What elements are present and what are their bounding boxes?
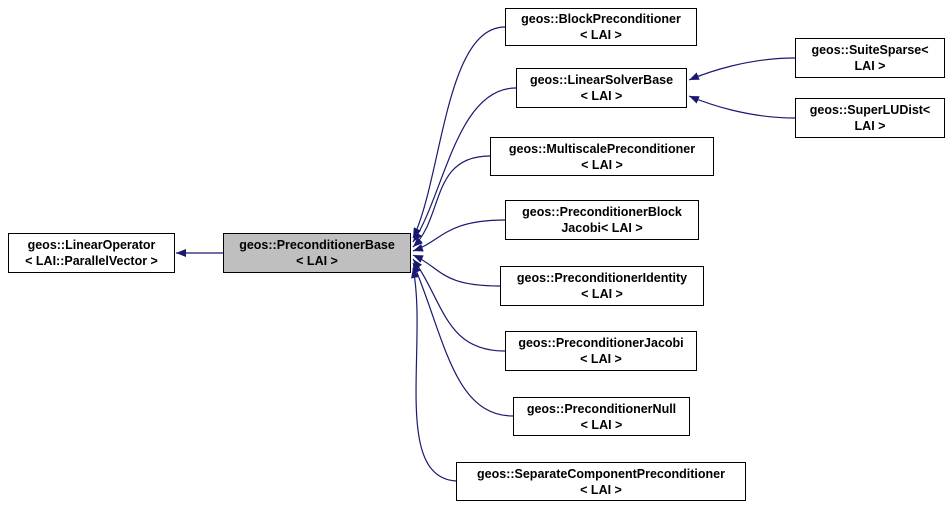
node-block-preconditioner[interactable]: geos::BlockPreconditioner < LAI >: [505, 8, 697, 46]
node-superlu-dist[interactable]: geos::SuperLUDist< LAI >: [795, 98, 945, 138]
arrow-preconditionernull-to-preconditionerbase: [412, 262, 514, 417]
node-label-line2: LAI >: [854, 119, 886, 133]
node-preconditioner-null[interactable]: geos::PreconditionerNull < LAI >: [513, 397, 690, 436]
node-label-line2: < LAI >: [580, 482, 622, 497]
node-preconditioner-identity[interactable]: geos::PreconditionerIdentity < LAI >: [500, 266, 704, 306]
node-label-line2: < LAI >: [581, 157, 623, 172]
node-preconditioner-block-jacobi[interactable]: geos::PreconditionerBlock Jacobi< LAI >: [505, 200, 699, 240]
arrow-superludist-to-linearsolverbase: [688, 95, 796, 119]
arrow-preconditionerblockjacobi-to-preconditionerbase: [412, 219, 506, 252]
node-label-line1: geos::PreconditionerNull: [526, 401, 677, 416]
node-linear-operator[interactable]: geos::LinearOperator < LAI::ParallelVect…: [8, 233, 175, 273]
node-label-line1: geos::SuiteSparse<: [811, 43, 929, 57]
node-label-line1: geos::BlockPreconditioner: [521, 12, 681, 26]
arrow-preconditionerjacobi-to-preconditionerbase: [412, 258, 506, 352]
node-label-line1: geos::PreconditionerJacobi: [518, 336, 684, 350]
node-label-line2: Jacobi< LAI >: [561, 221, 643, 235]
node-suite-sparse[interactable]: geos::SuiteSparse< LAI >: [795, 38, 945, 78]
node-preconditioner-base: geos::PreconditionerBase < LAI >: [223, 233, 411, 273]
node-label-line2: < LAI >: [580, 89, 623, 103]
node-label-line2: < LAI >: [580, 28, 622, 42]
node-label-line1: geos::PreconditionerBase: [239, 238, 395, 252]
node-label-line2: < LAI >: [581, 287, 623, 301]
node-label-line1: geos::PreconditionerIdentity: [516, 271, 688, 285]
node-label-line1: geos::SeparateComponentPreconditioner: [477, 466, 725, 481]
node-label-line1: geos::MultiscalePreconditioner: [508, 141, 696, 156]
arrow-multiscalepreconditioner-to-preconditionerbase: [412, 155, 491, 248]
node-linear-solver-base[interactable]: geos::LinearSolverBase < LAI >: [516, 68, 687, 108]
arrow-suitesparse-to-linearsolverbase: [688, 57, 796, 81]
arrow-linearsolverbase-to-preconditionerbase: [412, 87, 517, 243]
node-label-line2: < LAI::ParallelVector >: [25, 254, 158, 268]
arrow-separatecomponentpreconditioner-to-preconditionerbase: [411, 267, 457, 482]
node-label-line2: < LAI >: [580, 417, 623, 432]
node-label-line2: < LAI >: [580, 352, 622, 366]
node-label-line2: < LAI >: [296, 254, 338, 268]
node-label-line1: geos::LinearSolverBase: [529, 73, 674, 87]
node-label-line1: geos::PreconditionerBlock: [522, 205, 682, 219]
node-label-line1: geos::SuperLUDist<: [809, 103, 931, 117]
node-multiscale-preconditioner[interactable]: geos::MultiscalePreconditioner < LAI >: [490, 137, 714, 176]
node-label-line1: geos::LinearOperator: [27, 238, 156, 252]
node-separate-component-preconditioner[interactable]: geos::SeparateComponentPreconditioner < …: [456, 462, 746, 501]
node-label-line2: LAI >: [854, 59, 886, 73]
node-preconditioner-jacobi[interactable]: geos::PreconditionerJacobi < LAI >: [505, 331, 697, 371]
arrow-blockpreconditioner-to-preconditionerbase: [412, 26, 506, 239]
